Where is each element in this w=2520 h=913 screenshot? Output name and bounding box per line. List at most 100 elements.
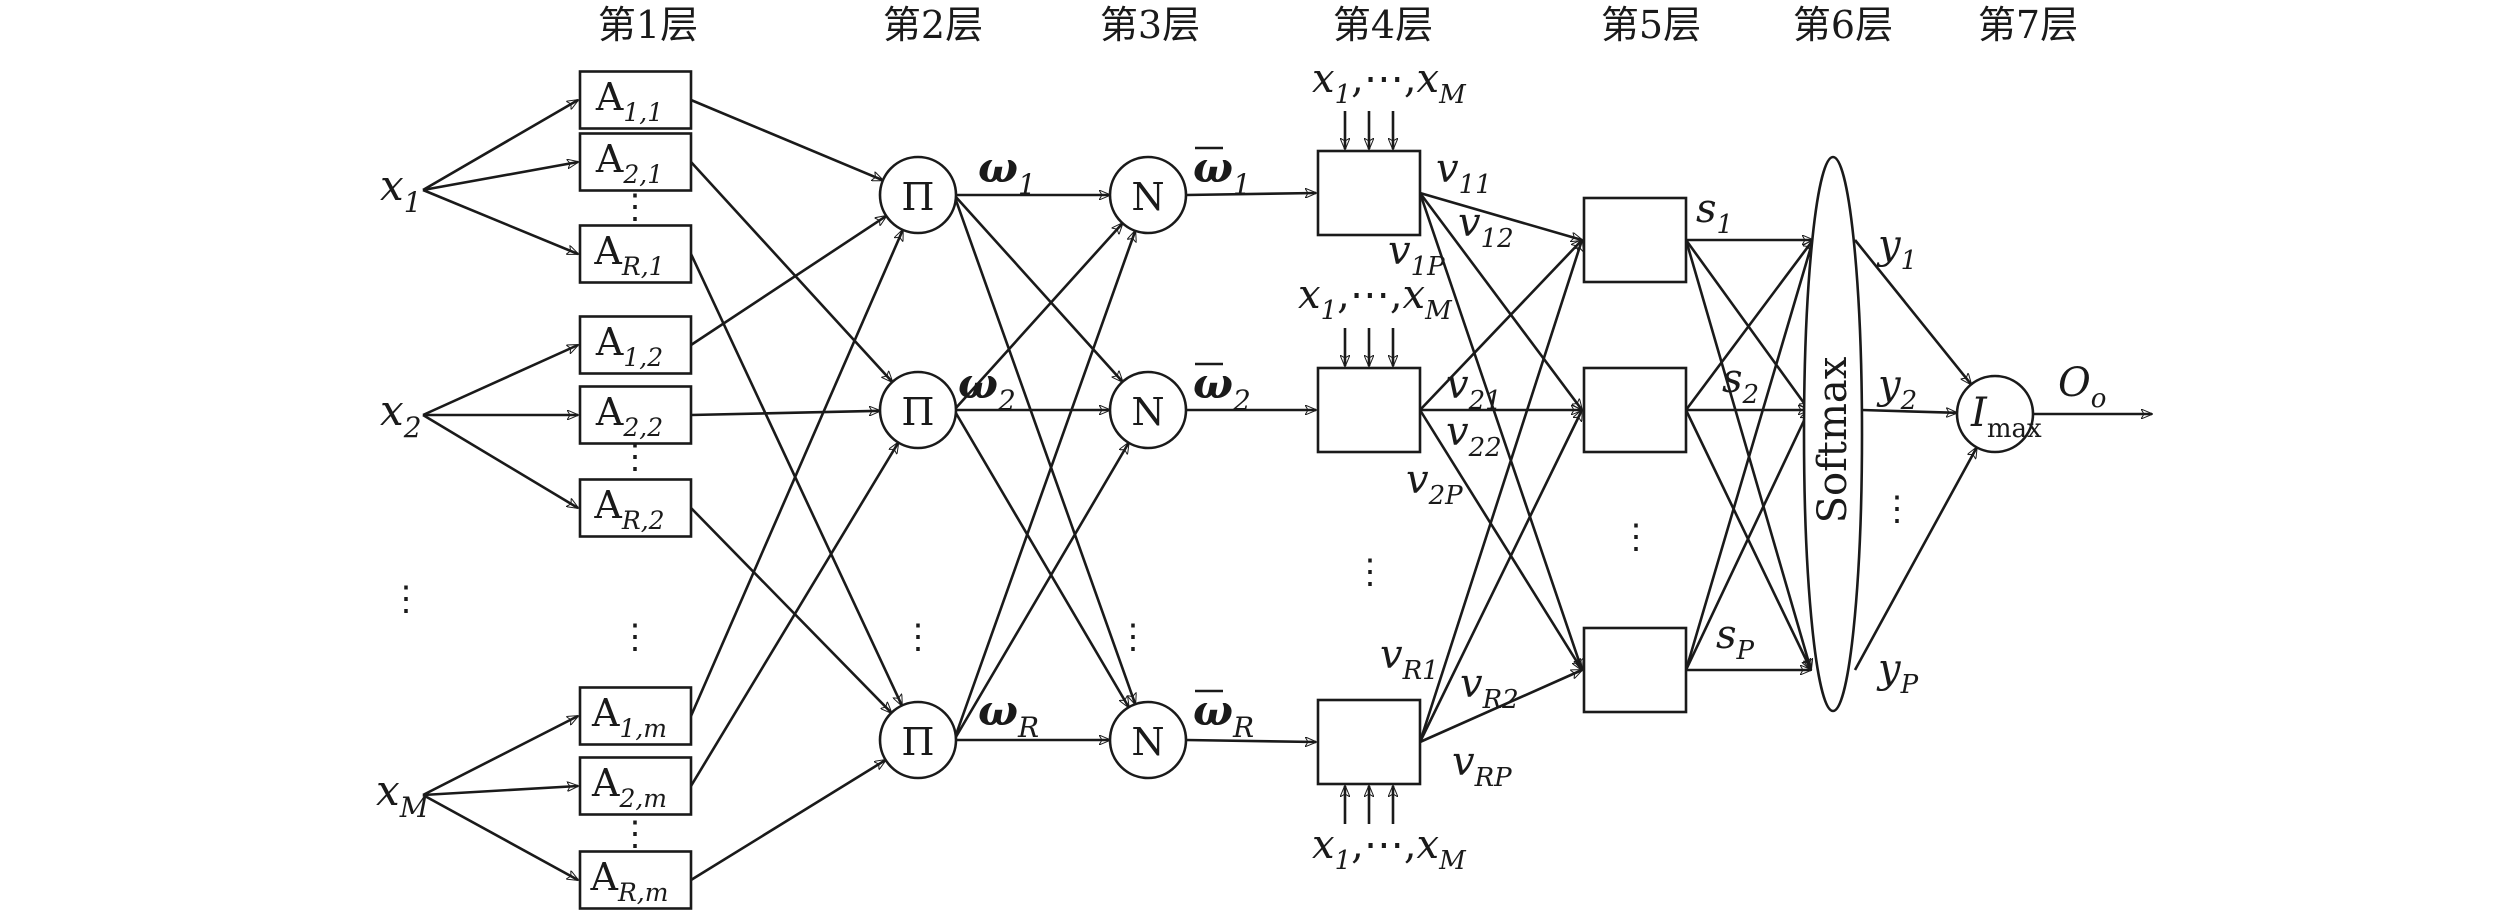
weight-omega-R: ωR	[978, 686, 1039, 744]
y-label-P: yP	[1876, 646, 1919, 700]
layer-label-7: 第7层	[1978, 3, 2078, 47]
membership-label: AR,2	[593, 483, 664, 535]
layer4-box	[1316, 698, 1422, 786]
membership-to-product-arrow	[689, 443, 898, 787]
input-to-membership-arrow	[422, 162, 578, 192]
layer4-to-layer5-arrow	[1418, 409, 1582, 670]
layer4-to-layer5-arrow	[1419, 191, 1582, 240]
norm-node	[1108, 700, 1188, 780]
layer4-to-layer5-arrow	[1418, 410, 1584, 743]
input-to-membership-arrow	[422, 793, 578, 882]
v-label-R1: vR1	[1380, 632, 1439, 686]
norm-symbol: N	[1131, 175, 1164, 219]
input-to-membership-arrow	[422, 413, 578, 508]
layer4-inputs-label-R: x1,⋯,xM	[1312, 822, 1467, 876]
ellipsis: ⋮	[1116, 617, 1150, 657]
layer5-to-softmax-arrow	[1684, 240, 1813, 411]
softmax-to-imax-arrow	[1853, 447, 1978, 671]
layer5-to-softmax-arrow	[1684, 239, 1809, 410]
layer5-to-softmax-arrow	[1684, 410, 1811, 671]
s-label-P: sP	[1716, 612, 1755, 666]
product-to-norm-arrow	[953, 223, 1122, 411]
membership-box	[578, 686, 693, 746]
membership-box	[578, 385, 693, 445]
norm-node	[1108, 155, 1188, 235]
input-label-x1: x1	[380, 161, 422, 219]
connections	[422, 98, 2152, 882]
ellipsis: ⋮	[618, 617, 652, 657]
weight-omega-1: ω1	[978, 143, 1036, 201]
product-symbol: Π	[901, 390, 934, 434]
v-label-RP: vRP	[1452, 739, 1512, 793]
softmax-to-imax-arrow	[1861, 410, 1957, 413]
nodes	[578, 70, 2035, 910]
softmax-label: Softmax	[1810, 356, 1856, 523]
layer4-to-layer5-arrow	[1419, 240, 1582, 411]
output-label: Oo	[2058, 360, 2106, 414]
v-label-2P: v2P	[1406, 457, 1463, 511]
membership-label: A2,m	[591, 761, 667, 813]
membership-box	[578, 850, 693, 910]
layer5-box	[1582, 196, 1688, 284]
ellipsis: ⋮	[618, 187, 652, 227]
weight-omega-2: ω2	[958, 359, 1016, 417]
norm-symbol: N	[1131, 720, 1164, 764]
membership-to-product-arrow	[690, 411, 880, 417]
input-label-x2: x2	[380, 386, 422, 444]
membership-label: A2,1	[595, 137, 663, 189]
product-to-norm-arrow	[952, 409, 1129, 707]
membership-to-product-arrow	[690, 760, 886, 882]
ellipsis: ⋮	[618, 437, 652, 477]
softmax-node	[1802, 155, 1864, 713]
y-label-1: y1	[1876, 222, 1917, 276]
layer5-box	[1582, 626, 1688, 714]
layer4-inputs-label-2: x1,⋯,xM	[1298, 272, 1453, 326]
input-to-membership-arrow	[422, 714, 578, 797]
layer4-to-layer5-arrow	[1418, 240, 1582, 743]
layer4-box	[1316, 149, 1422, 237]
layer-label-2: 第2层	[883, 3, 983, 47]
norm-symbol: N	[1131, 390, 1164, 434]
membership-box	[578, 132, 693, 192]
norm-to-layer4-arrow	[1185, 740, 1316, 742]
norm-to-layer4-arrow	[1185, 193, 1316, 195]
imax-label: Imax	[1970, 390, 2042, 444]
v-label-21: v21	[1446, 362, 1502, 416]
layer-label-1: 第1层	[598, 3, 698, 47]
input-to-membership-arrow	[422, 786, 578, 797]
s-label-1: s1	[1696, 186, 1733, 240]
ellipsis: ⋮	[618, 814, 652, 854]
labels: 第1层第2层第3层第4层第5层第6层第7层A1,1A2,1AR,1A1,2A2,…	[376, 3, 2106, 907]
membership-label: AR,m	[590, 855, 669, 907]
membership-to-product-arrow	[689, 253, 904, 706]
product-to-norm-arrow	[952, 443, 1129, 741]
membership-label: A1,2	[595, 320, 663, 372]
layer4-to-layer5-arrow	[1418, 192, 1582, 410]
membership-box	[578, 315, 693, 375]
product-to-norm-arrow	[952, 194, 1135, 704]
product-symbol: Π	[901, 720, 934, 764]
layer4-to-layer5-arrow	[1418, 192, 1582, 670]
product-to-norm-arrow	[952, 231, 1135, 741]
s-label-2: s2	[1722, 356, 1759, 410]
membership-box	[578, 224, 693, 284]
layer4-to-layer5-arrow	[1419, 668, 1582, 744]
layer-label-4: 第4层	[1333, 3, 1433, 47]
membership-box	[578, 756, 693, 816]
layer5-to-softmax-arrow	[1684, 240, 1813, 671]
input-to-membership-arrow	[422, 100, 578, 192]
membership-label: A1,m	[591, 691, 667, 743]
normalized-weight-label: ω1	[1193, 143, 1251, 201]
membership-box	[578, 478, 693, 538]
layer4-box	[1316, 366, 1422, 454]
layer-label-3: 第3层	[1100, 3, 1200, 47]
membership-to-product-arrow	[690, 161, 892, 382]
layer-label-6: 第6层	[1793, 3, 1893, 47]
layer4-inputs-label-1: x1,⋯,xM	[1312, 56, 1467, 110]
input-to-membership-arrow	[422, 188, 578, 256]
v-label-R2: vR2	[1460, 661, 1519, 715]
normalized-weight-label: ωR	[1193, 686, 1254, 744]
ellipsis: ⋮	[1353, 552, 1387, 592]
v-label-1P: v1P	[1388, 228, 1445, 282]
